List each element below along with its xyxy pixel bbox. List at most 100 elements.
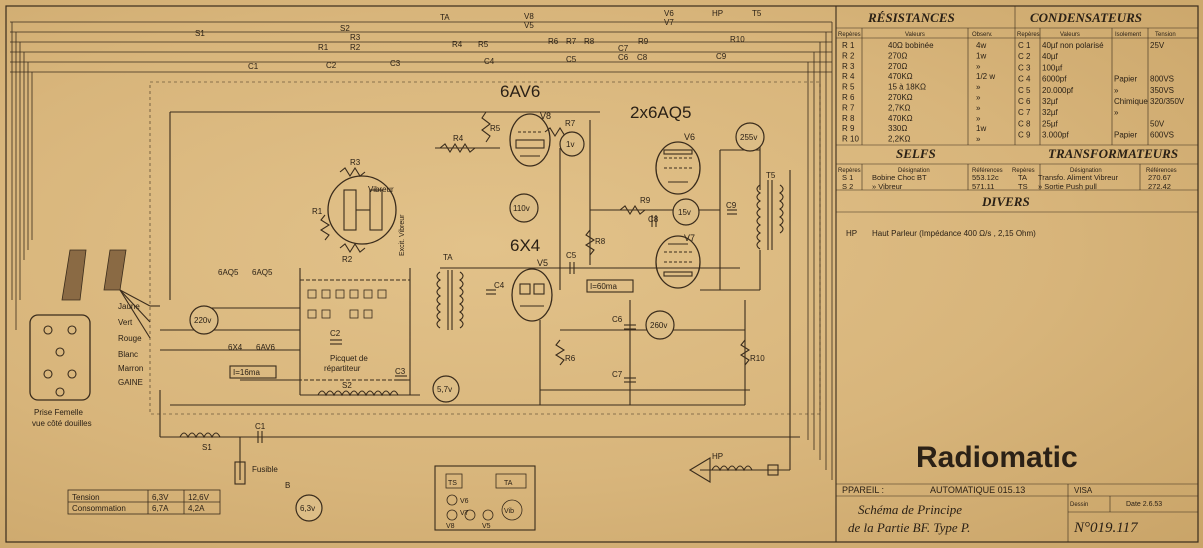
wire-blanc: Blanc — [118, 350, 138, 359]
voltage-bubble-15 — [672, 198, 700, 226]
consumption-row2-v2: 4,2A — [188, 504, 205, 513]
selfs-header-1: Désignation — [898, 168, 930, 174]
voltage-bubble-260 — [645, 310, 675, 340]
part-r2: R2 — [342, 255, 353, 264]
bus-r1: R1 — [318, 43, 329, 52]
part-c4: C4 — [494, 281, 505, 290]
bus-c6: C6 — [618, 53, 629, 62]
tube-v6-6aq5 — [655, 141, 701, 195]
bus-label-s1: S1 — [195, 29, 205, 38]
part-r8: R8 — [595, 237, 606, 246]
consumption-row2-v1: 6,7A — [152, 504, 169, 513]
part-c2: C2 — [330, 329, 341, 338]
condensateurs-row-6-col-0: C 7 — [1018, 108, 1031, 117]
consumption-row1-label: Tension — [72, 493, 100, 502]
part-ta: TA — [443, 253, 453, 262]
resistances-row-3-col-1: 470KΩ — [888, 72, 913, 81]
legend-v7: V7 — [460, 510, 469, 517]
brand-logo: Radiomatic — [916, 441, 1078, 474]
tube-v8-6av6 — [509, 113, 551, 167]
res-header-2: Observ. — [972, 32, 993, 38]
resistances-row-9-col-1: 2,2KΩ — [888, 135, 910, 144]
voltage-bubble-6-3 — [295, 494, 323, 522]
trans-header-2: Références — [1146, 168, 1177, 174]
resistor-r6 — [554, 339, 566, 366]
resistances-row-2-col-1: 270Ω — [888, 62, 907, 71]
current-box-16 — [229, 365, 277, 379]
plug-label-a: Picquet de — [330, 354, 368, 363]
choke-s2 — [317, 390, 399, 397]
tube-label-v5: V5 — [537, 258, 548, 268]
resistances-row-6-col-2: » — [976, 103, 981, 112]
bus-c4: C4 — [484, 57, 495, 66]
bus-c8: C8 — [637, 53, 648, 62]
bus-lines — [10, 21, 833, 480]
condensateurs-row-2-col-1: 100µf — [1042, 63, 1063, 72]
bus-r5: R5 — [478, 40, 489, 49]
part-c6: C6 — [612, 315, 623, 324]
resistances-row-7-col-2: » — [976, 114, 981, 123]
part-c9: C9 — [726, 201, 737, 210]
main-wiring — [149, 81, 821, 480]
resistances-row-1-col-0: R 2 — [842, 51, 855, 60]
tube-type-2x6aq5: 2x6AQ5 — [630, 103, 691, 122]
part-r3: R3 — [350, 158, 361, 167]
tube-label-v8: V8 — [540, 111, 551, 121]
transformateurs-row-1-col-2: 272.42 — [1148, 182, 1171, 191]
condensateurs-row-8-col-2: Papier — [1114, 131, 1137, 140]
condensateurs-row-5-col-0: C 6 — [1018, 97, 1031, 106]
tube-type-6av6: 6AV6 — [500, 82, 540, 101]
title-appareil: AUTOMATIQUE 015.13 — [930, 485, 1025, 495]
part-r5: R5 — [490, 124, 501, 133]
selfs-title: SELFS — [896, 146, 936, 161]
bus-r6: R6 — [548, 37, 559, 46]
selfs-row-0-col-0: S 1 — [842, 173, 853, 182]
part-t5: T5 — [766, 171, 776, 180]
trans-header-1: Désignation — [1070, 168, 1102, 174]
condensateurs-row-3-col-0: C 4 — [1018, 75, 1031, 84]
selfs-row-0-col-2: 553.12c — [972, 173, 999, 182]
parts-table-grid — [836, 6, 1198, 542]
wire-marron: Marron — [118, 364, 143, 373]
title-date: Date 2.6.53 — [1126, 501, 1162, 508]
transformateurs-title: TRANSFORMATEURS — [1048, 146, 1178, 161]
consumption-table-grid — [67, 489, 221, 515]
cond-header-1: Valeurs — [1060, 32, 1080, 38]
resistances-row-0-col-2: 4w — [976, 41, 986, 50]
transformer-ta — [436, 270, 464, 330]
condensateurs-row-4-col-2: » — [1114, 86, 1119, 95]
resistances-row-0-col-1: 40Ω bobinée — [888, 41, 934, 50]
current-60ma: I=60ma — [590, 282, 617, 291]
part-c5: C5 — [566, 251, 577, 260]
capacitors — [257, 209, 737, 443]
voltage-255v: 255v — [740, 133, 757, 142]
condensateurs-row-3-col-3: 800VS — [1150, 75, 1174, 84]
resistor-r4 — [439, 142, 476, 154]
res-header-1: Valeurs — [905, 32, 925, 38]
tube-label-v7: V7 — [684, 233, 695, 243]
legend-vib: Vib — [504, 508, 514, 515]
condensateurs-row-8-col-1: 3.000pf — [1042, 131, 1069, 140]
selfs-header-0: Repères — [838, 168, 861, 174]
part-hp: HP — [712, 452, 723, 461]
resistor-r1 — [319, 214, 331, 241]
condensateurs-row-6-col-2: » — [1114, 108, 1119, 117]
bus-label-s2: S2 — [340, 24, 350, 33]
resistances-row-2-col-0: R 3 — [842, 62, 855, 71]
condensateurs-row-7-col-1: 25µf — [1042, 119, 1059, 128]
plug-label-b: répartiteur — [324, 364, 361, 373]
resistor-r3 — [339, 166, 366, 178]
consumption-row1-v1: 6,3V — [152, 493, 169, 502]
resistances-row-5-col-1: 270KΩ — [888, 93, 913, 102]
part-r1: R1 — [312, 207, 323, 216]
bus-c1: C1 — [248, 62, 259, 71]
resistor-r2 — [339, 242, 366, 254]
part-r7: R7 — [565, 119, 576, 128]
condensateurs-row-5-col-3: 320/350V — [1150, 97, 1185, 106]
tube-v5-6x4 — [511, 268, 553, 322]
bus-label-v8: V8 — [524, 12, 534, 21]
bus-r7: R7 — [566, 37, 577, 46]
